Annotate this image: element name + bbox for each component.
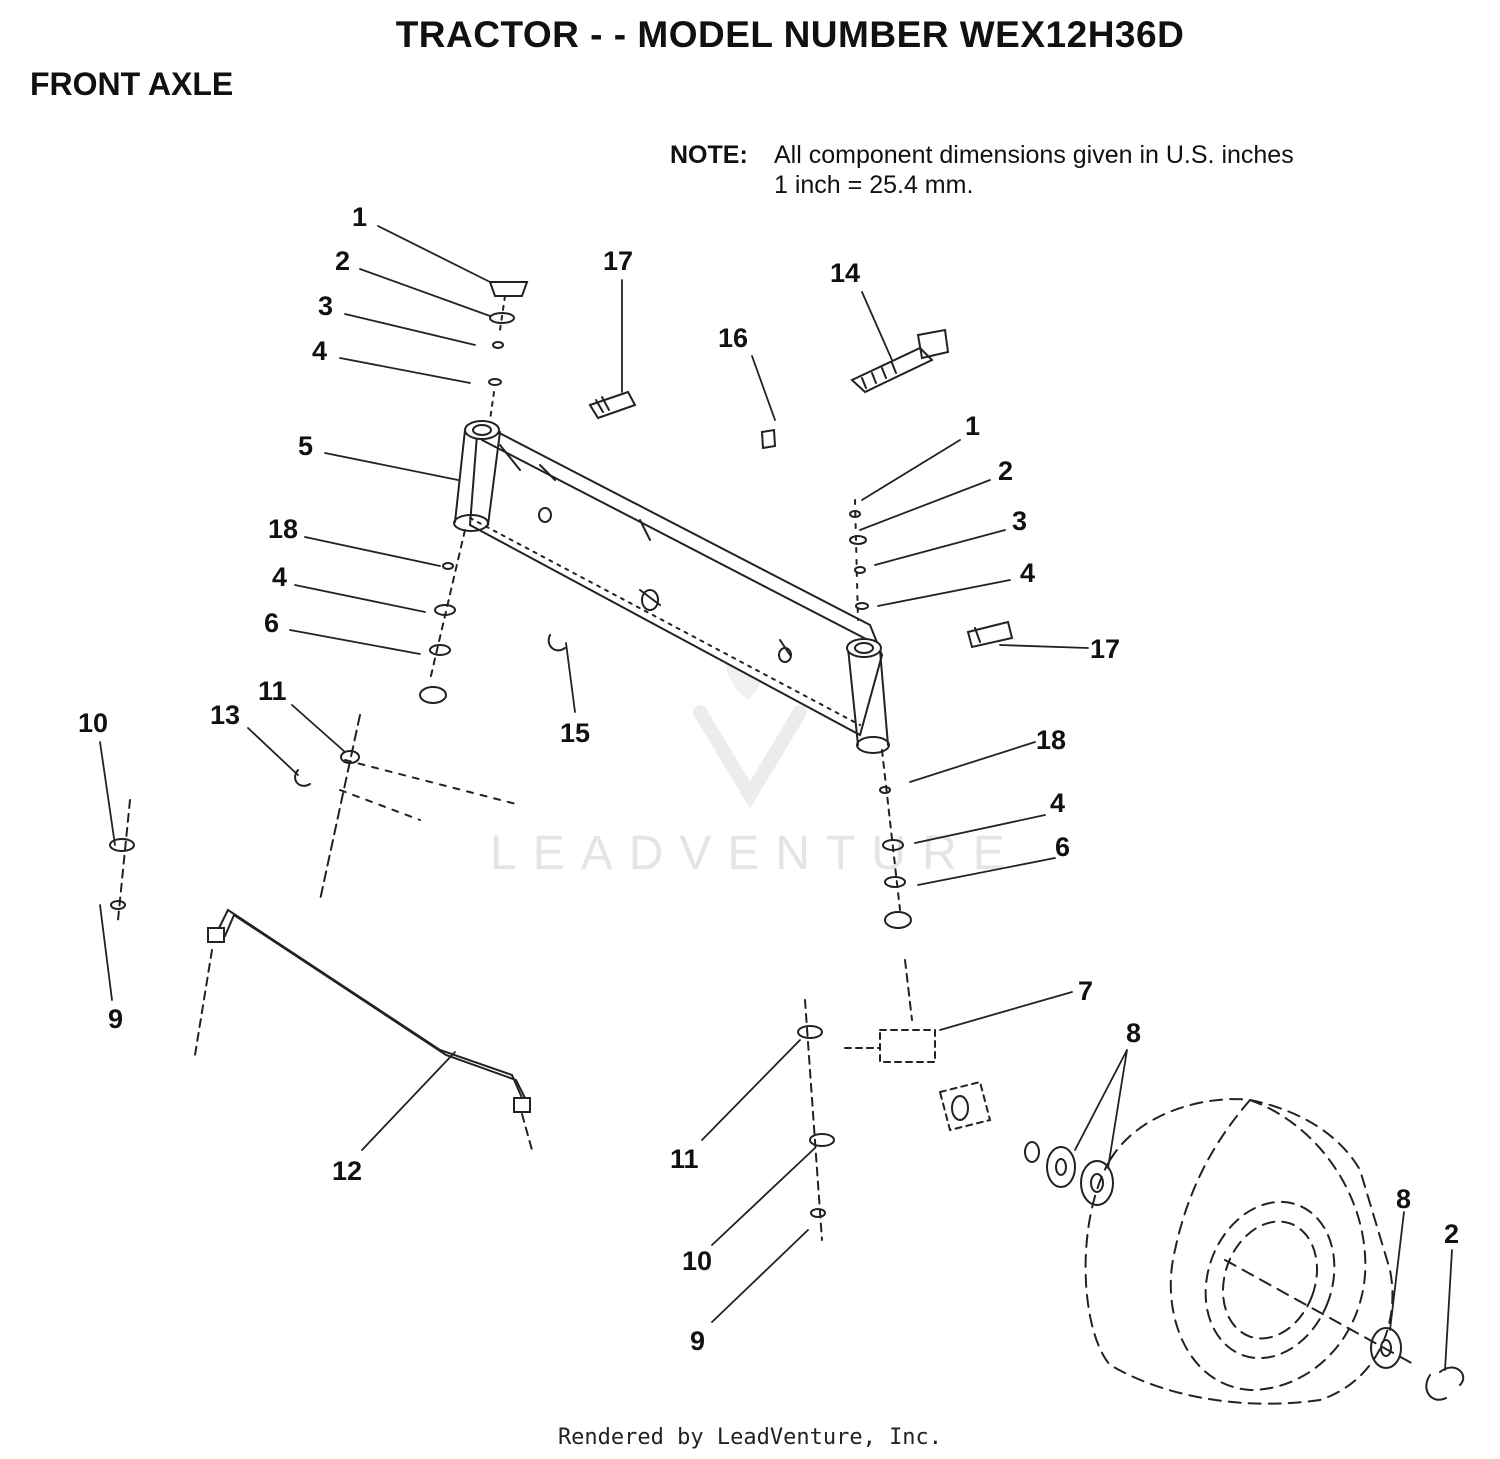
page-title: TRACTOR - - MODEL NUMBER WEX12H36D — [395, 14, 1185, 55]
axle-beam — [468, 420, 884, 737]
callout-4-right-upper: 4 — [1020, 558, 1035, 588]
callout-1-right: 1 — [965, 411, 980, 441]
callout-16: 16 — [718, 323, 748, 353]
callout-numbers: 1 2 3 4 5 18 4 6 11 13 10 9 12 17 16 14 … — [78, 202, 1459, 1356]
callout-2-lower: 2 — [1444, 1219, 1459, 1249]
front-wheel — [1084, 1098, 1416, 1405]
callout-17-right: 17 — [1090, 634, 1120, 664]
callout-11-left: 11 — [258, 676, 287, 706]
callout-6-left: 6 — [264, 608, 279, 638]
small-nut — [760, 428, 777, 450]
callout-2-right: 2 — [998, 456, 1013, 486]
callout-2-left: 2 — [335, 246, 350, 276]
left-upper-hardware — [488, 281, 529, 421]
callout-8-upper: 8 — [1126, 1018, 1141, 1048]
right-pivot-tube — [846, 638, 890, 754]
zerk-fitting-left — [588, 390, 637, 420]
section-title: FRONT AXLE — [30, 66, 234, 102]
callout-14: 14 — [830, 258, 860, 288]
tie-rod — [194, 908, 533, 1151]
callout-11-right: 11 — [670, 1144, 699, 1174]
right-steering-pin — [797, 999, 835, 1241]
callout-1-left: 1 — [352, 202, 367, 232]
footer-credit: Rendered by LeadVenture, Inc. — [557, 1425, 943, 1450]
note-line-1: All component dimensions given in U.S. i… — [774, 141, 1294, 169]
callout-10-right: 10 — [682, 1246, 712, 1276]
callout-4-left-upper: 4 — [312, 336, 327, 366]
callout-4-left-lower: 4 — [272, 562, 287, 592]
callout-17-top: 17 — [603, 246, 633, 276]
callout-9-left: 9 — [108, 1004, 123, 1034]
outer-washer — [1370, 1327, 1402, 1369]
right-upper-hardware — [849, 499, 869, 621]
zerk-fitting-right — [966, 620, 1014, 649]
left-spindle — [294, 529, 521, 901]
callout-13: 13 — [210, 700, 240, 730]
note-label: NOTE: — [670, 141, 748, 169]
callout-12: 12 — [332, 1156, 362, 1186]
left-pivot-tube — [453, 420, 501, 532]
hairpin-clip — [1425, 1366, 1465, 1401]
callout-18-left: 18 — [268, 514, 298, 544]
right-spindle — [844, 749, 936, 1063]
note-line-2: 1 inch = 25.4 mm. — [774, 171, 974, 199]
clip-15 — [547, 634, 566, 652]
callout-4-right-lower: 4 — [1050, 788, 1065, 818]
pivot-bolt — [850, 328, 950, 394]
callout-3-right: 3 — [1012, 506, 1027, 536]
leader-lines — [99, 225, 1453, 1371]
callout-10-left: 10 — [78, 708, 108, 738]
callout-7: 7 — [1078, 976, 1093, 1006]
callout-15: 15 — [560, 718, 590, 748]
callout-6-right: 6 — [1055, 832, 1070, 862]
callout-9-right: 9 — [690, 1326, 705, 1356]
callout-3-left: 3 — [318, 291, 333, 321]
left-tie-rod-end — [109, 799, 135, 921]
callout-8-lower: 8 — [1396, 1184, 1411, 1214]
callout-18-right: 18 — [1036, 725, 1066, 755]
bearing — [938, 1080, 992, 1132]
callout-5: 5 — [298, 431, 313, 461]
washers — [1024, 1141, 1114, 1206]
watermark-text: LEADVENTURE — [490, 827, 1021, 880]
